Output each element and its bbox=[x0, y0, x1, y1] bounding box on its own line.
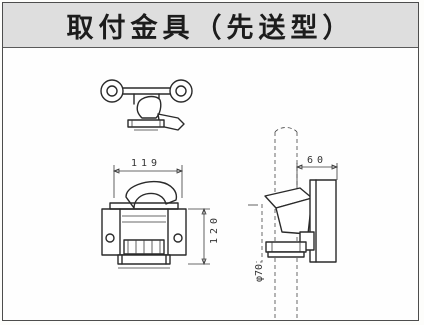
post-top bbox=[274, 127, 298, 133]
right-bolt-hole bbox=[173, 233, 183, 243]
clamp-hook bbox=[125, 180, 178, 209]
left-ring-outer bbox=[100, 79, 124, 103]
clamp-block-ribs bbox=[127, 240, 161, 254]
body-inner-walls bbox=[119, 208, 169, 256]
dim-width-arrows bbox=[112, 168, 184, 174]
dim-small-label: φ70 bbox=[254, 264, 265, 282]
upper-slats bbox=[122, 215, 166, 223]
top-view bbox=[100, 79, 193, 131]
right-ring-inner bbox=[175, 85, 187, 97]
lower-band-lugs bbox=[271, 242, 301, 252]
dim-width-line bbox=[113, 165, 183, 198]
right-ring-outer bbox=[169, 79, 193, 103]
dim-width-label: 119 bbox=[131, 158, 161, 169]
foot-bolts bbox=[121, 254, 167, 265]
center-hub bbox=[136, 95, 162, 119]
dim-depth-label: 60 bbox=[307, 155, 327, 166]
page-title: 取付金具（先送型） bbox=[66, 12, 355, 44]
dim-height-label: 120 bbox=[209, 214, 220, 244]
dim-depth-arrows bbox=[295, 164, 339, 170]
left-bolt-hole bbox=[105, 233, 115, 243]
base-plate-bolts bbox=[131, 120, 161, 127]
lower-band-lip bbox=[267, 251, 305, 258]
front-view: 119 120 bbox=[101, 158, 220, 269]
side-view: 60 φ70 bbox=[248, 127, 339, 318]
dim-height-line bbox=[188, 208, 210, 265]
base-plate bbox=[127, 119, 165, 128]
diagram-frame: 取付金具（先送型） bbox=[2, 2, 419, 321]
body-top-plate bbox=[109, 202, 179, 210]
left-ring-inner bbox=[106, 85, 118, 97]
ring-bridge bbox=[122, 87, 171, 95]
title-bar: 取付金具（先送型） bbox=[3, 3, 418, 48]
dim-height-arrows bbox=[201, 207, 207, 266]
guide-dashed bbox=[256, 204, 263, 263]
bottom-foot bbox=[117, 254, 171, 265]
